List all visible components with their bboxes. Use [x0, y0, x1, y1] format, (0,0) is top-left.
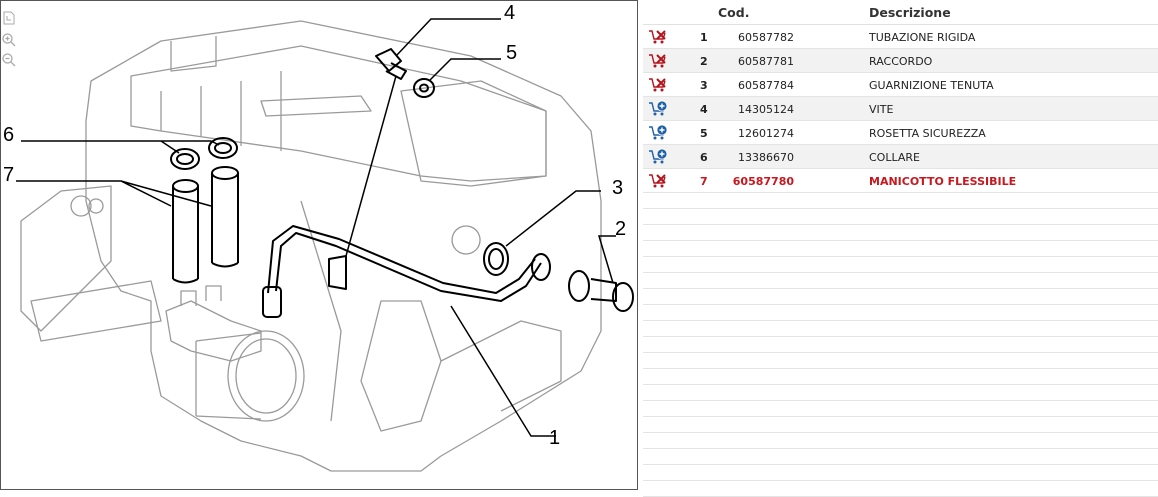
table-header: Cod. Descrizione [643, 0, 1158, 25]
row-code[interactable]: 60587781 [738, 55, 794, 68]
empty-row [643, 385, 1158, 401]
row-description: RACCORDO [869, 55, 933, 68]
table-row[interactable]: 7 60587780 MANICOTTO FLESSIBILE [643, 169, 1158, 193]
empty-row [643, 449, 1158, 465]
empty-row [643, 353, 1158, 369]
leader-4-pipe [345, 75, 397, 257]
engine-drawing: 1 2 3 4 5 6 7 [3, 2, 634, 472]
empty-row [643, 481, 1158, 497]
empty-row [643, 417, 1158, 433]
leader-4 [395, 18, 501, 57]
cart-add-icon[interactable] [648, 148, 668, 165]
leader-2 [597, 235, 616, 284]
empty-row [643, 273, 1158, 289]
leader-7 [16, 180, 212, 207]
empty-row [643, 337, 1158, 353]
row-description: ROSETTA SICUREZZA [869, 127, 986, 140]
row-description: VITE [869, 103, 894, 116]
empty-row [643, 305, 1158, 321]
callout-7: 7 [3, 164, 14, 186]
cart-remove-icon[interactable] [648, 76, 668, 93]
row-position: 1 [700, 31, 708, 44]
table-row[interactable]: 5 12601274 ROSETTA SICUREZZA [643, 121, 1158, 145]
table-row[interactable]: 3 60587784 GUARNIZIONE TENUTA [643, 73, 1158, 97]
empty-row [643, 289, 1158, 305]
leader-6 [21, 140, 220, 154]
row-position: 7 [700, 175, 708, 188]
leader-5 [428, 58, 501, 82]
cart-remove-icon[interactable] [648, 28, 668, 45]
callout-4: 4 [504, 2, 515, 24]
table-row[interactable]: 4 14305124 VITE [643, 97, 1158, 121]
fit-window-icon[interactable] [1, 10, 17, 26]
row-position: 2 [700, 55, 708, 68]
row-description: COLLARE [869, 151, 920, 164]
row-code[interactable]: 60587780 [732, 175, 794, 188]
empty-row [643, 225, 1158, 241]
row-code[interactable]: 14305124 [738, 103, 794, 116]
zoom-in-icon[interactable] [1, 32, 17, 48]
row-description: GUARNIZIONE TENUTA [869, 79, 994, 92]
cart-remove-icon[interactable] [648, 52, 668, 69]
empty-row [643, 401, 1158, 417]
row-description: MANICOTTO FLESSIBILE [869, 175, 1017, 188]
header-description: Descrizione [869, 5, 951, 20]
callout-1: 1 [549, 427, 560, 449]
row-position: 6 [700, 151, 708, 164]
callout-5: 5 [506, 42, 517, 64]
empty-row [643, 369, 1158, 385]
table-row[interactable]: 1 60587782 TUBAZIONE RIGIDA [643, 25, 1158, 49]
row-position: 5 [700, 127, 708, 140]
header-code: Cod. [718, 5, 750, 20]
empty-row [643, 433, 1158, 449]
table-row[interactable]: 2 60587781 RACCORDO [643, 49, 1158, 73]
callout-3: 3 [612, 177, 623, 199]
empty-row [643, 193, 1158, 209]
exploded-parts-diagram: 1 2 3 4 5 6 7 [0, 0, 638, 490]
row-code[interactable]: 12601274 [738, 127, 794, 140]
empty-row [643, 465, 1158, 481]
callout-2: 2 [615, 218, 626, 240]
row-position: 4 [700, 103, 708, 116]
row-description: TUBAZIONE RIGIDA [869, 31, 976, 44]
cart-add-icon[interactable] [648, 100, 668, 117]
table-row[interactable]: 6 13386670 COLLARE [643, 145, 1158, 169]
row-code[interactable]: 13386670 [738, 151, 794, 164]
row-code[interactable]: 60587782 [738, 31, 794, 44]
empty-row [643, 257, 1158, 273]
empty-row [643, 241, 1158, 257]
row-code[interactable]: 60587784 [738, 79, 794, 92]
leader-1 [450, 305, 556, 437]
cart-add-icon[interactable] [648, 124, 668, 141]
callout-6: 6 [3, 124, 14, 146]
leader-3 [505, 190, 601, 247]
empty-row [643, 209, 1158, 225]
row-position: 3 [700, 79, 708, 92]
cart-remove-icon[interactable] [648, 172, 668, 189]
empty-row [643, 321, 1158, 337]
zoom-out-icon[interactable] [1, 52, 17, 68]
parts-table: Cod. Descrizione 1 60587782 TUBAZIONE RIGI… [643, 0, 1158, 497]
